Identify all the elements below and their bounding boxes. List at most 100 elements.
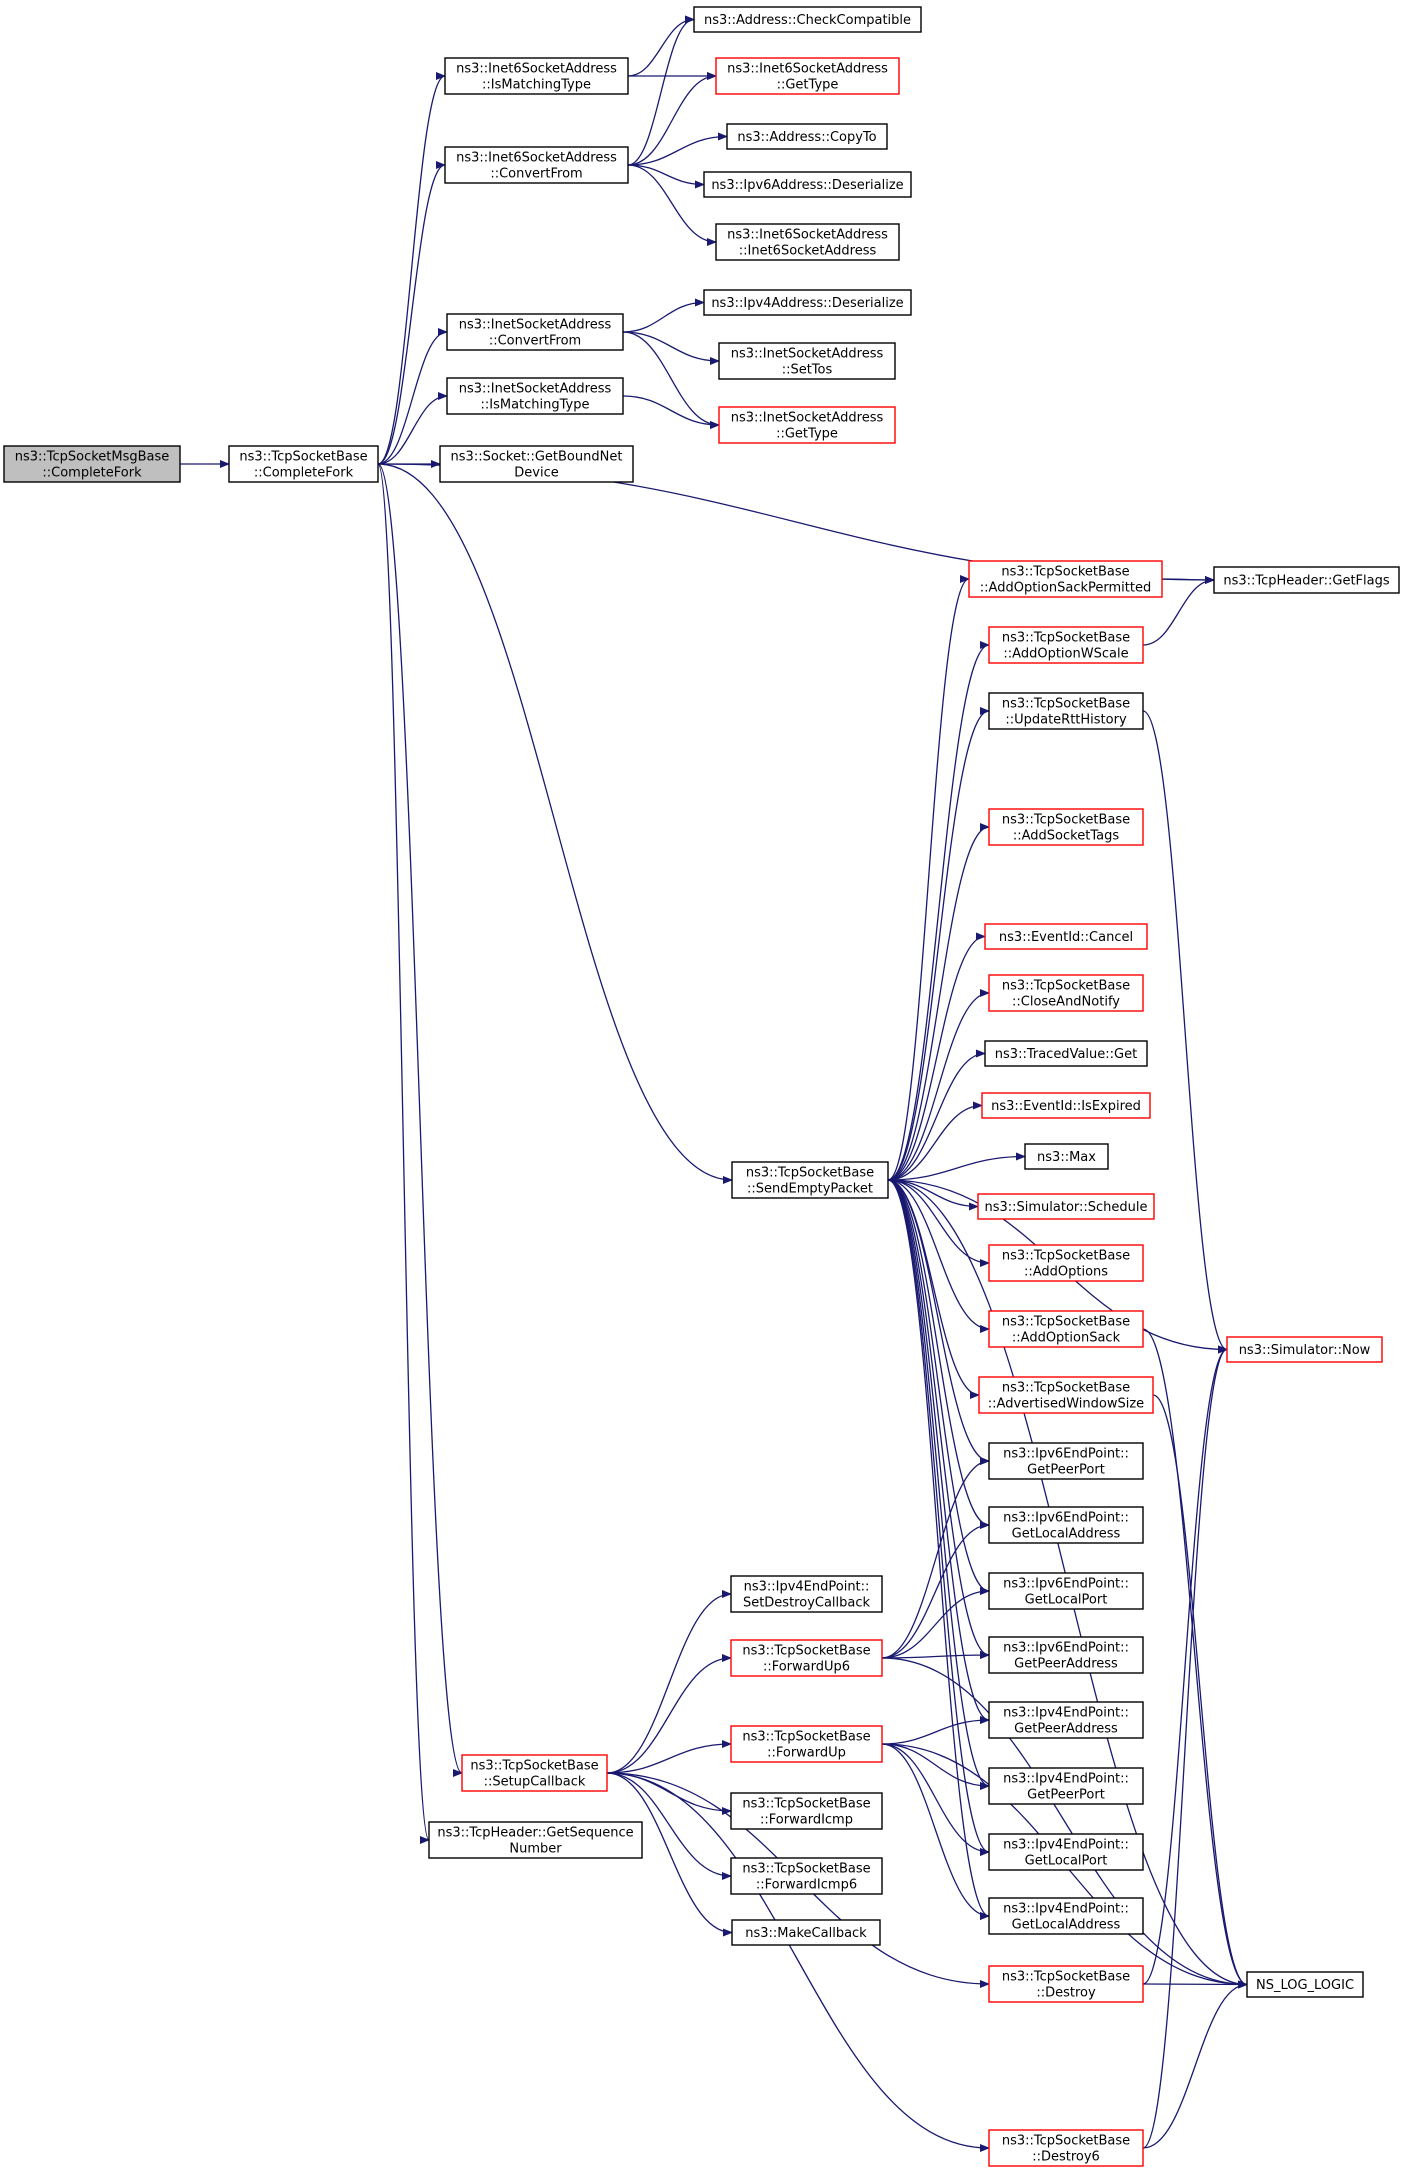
node-update-rtt[interactable]: ns3::TcpSocketBase::UpdateRttHistory	[988, 692, 1144, 730]
node-setup-callback[interactable]: ns3::TcpSocketBase::SetupCallback	[461, 1754, 608, 1792]
node-label-line: ::SetupCallback	[484, 1775, 586, 1790]
node-inet-is-matching[interactable]: ns3::InetSocketAddress::IsMatchingType	[446, 377, 624, 415]
node-inet6-is-matching[interactable]: ns3::Inet6SocketAddress::IsMatchingType	[444, 57, 629, 95]
node-box	[988, 974, 1144, 1012]
node-add-sack-perm[interactable]: ns3::TcpSocketBase::AddOptionSackPermitt…	[968, 560, 1163, 598]
edge-destroy6-to-ns-log-logic	[1142, 1980, 1248, 2149]
node-ipv4-local-port[interactable]: ns3::Ipv4EndPoint::GetLocalPort	[988, 1833, 1144, 1871]
node-inet-get-type[interactable]: ns3::InetSocketAddress::GetType	[718, 406, 896, 444]
node-box	[718, 406, 896, 444]
node-box	[446, 313, 624, 351]
node-forward-up[interactable]: ns3::TcpSocketBase::ForwardUp	[730, 1725, 883, 1763]
node-box	[703, 171, 912, 198]
node-label-line: ns3::Address::CheckCompatible	[704, 13, 911, 28]
node-label-line: GetLocalAddress	[1012, 1918, 1121, 1933]
node-label-line: ns3::Ipv4EndPoint::	[744, 1580, 870, 1595]
node-label-line: ns3::InetSocketAddress	[731, 411, 884, 426]
node-box	[3, 445, 181, 483]
node-add-option-sack[interactable]: ns3::TcpSocketBase::AddOptionSack	[988, 1310, 1144, 1348]
edge-setup-callback-to-destroy6	[606, 1772, 990, 2152]
node-add-socket-tags[interactable]: ns3::TcpSocketBase::AddSocketTags	[988, 808, 1144, 846]
node-schedule[interactable]: ns3::Simulator::Schedule	[977, 1193, 1155, 1220]
edge-send-empty-to-add-wscale	[887, 641, 990, 1181]
node-box	[988, 1897, 1144, 1935]
node-ipv4-set-destroy[interactable]: ns3::Ipv4EndPoint::SetDestroyCallback	[730, 1575, 883, 1613]
node-label-line: ns3::TcpSocketBase	[1002, 631, 1130, 646]
node-ipv6-local-addr[interactable]: ns3::Ipv6EndPoint::GetLocalAddress	[988, 1506, 1144, 1544]
node-destroy6[interactable]: ns3::TcpSocketBase::Destroy6	[988, 2129, 1144, 2167]
node-label-line: ns3::TcpSocketBase	[239, 450, 367, 465]
node-ipv4-peer-addr[interactable]: ns3::Ipv4EndPoint::GetPeerAddress	[988, 1701, 1144, 1739]
edge-inet6-convert-from-to-check-compatible	[627, 15, 695, 166]
node-label-line: GetPeerAddress	[1014, 1657, 1118, 1672]
node-inet6-get-type[interactable]: ns3::Inet6SocketAddress::GetType	[715, 57, 900, 95]
node-destroy[interactable]: ns3::TcpSocketBase::Destroy	[988, 1965, 1144, 2003]
node-label-line: ::GetType	[776, 427, 838, 442]
node-label-line: ns3::TcpSocketBase	[1001, 565, 1129, 580]
node-sim-now[interactable]: ns3::Simulator::Now	[1226, 1336, 1383, 1363]
node-max[interactable]: ns3::Max	[1024, 1143, 1109, 1170]
node-close-notify[interactable]: ns3::TcpSocketBase::CloseAndNotify	[988, 974, 1144, 1012]
edge-complete-fork-to-inet6-convert-from	[377, 161, 446, 465]
node-label-line: GetPeerPort	[1027, 1463, 1105, 1478]
node-ipv6-deserialize[interactable]: ns3::Ipv6Address::Deserialize	[703, 171, 912, 198]
node-traced-get[interactable]: ns3::TracedValue::Get	[984, 1040, 1148, 1067]
node-label-line: ns3::TcpSocketMsgBase	[15, 450, 170, 465]
node-forward-icmp6[interactable]: ns3::TcpSocketBase::ForwardIcmp6	[730, 1857, 883, 1895]
node-label-line: ns3::TracedValue::Get	[995, 1047, 1137, 1062]
node-inet6-convert-from[interactable]: ns3::Inet6SocketAddress::ConvertFrom	[444, 146, 629, 184]
node-check-compatible[interactable]: ns3::Address::CheckCompatible	[693, 6, 922, 33]
node-ipv6-peer-port[interactable]: ns3::Ipv6EndPoint::GetPeerPort	[988, 1442, 1144, 1480]
node-label-line: ns3::MakeCallback	[745, 1926, 867, 1941]
node-inet-convert-from[interactable]: ns3::InetSocketAddress::ConvertFrom	[446, 313, 624, 351]
node-box	[977, 1193, 1155, 1220]
node-box	[703, 289, 912, 316]
edge-inet6-convert-from-to-inet6-ctor	[627, 164, 717, 246]
node-inet6-ctor[interactable]: ns3::Inet6SocketAddress::Inet6SocketAddr…	[715, 223, 900, 261]
edge-send-empty-to-add-sack-perm	[887, 575, 970, 1181]
node-label-line: ns3::Inet6SocketAddress	[456, 62, 617, 77]
node-ipv4-deserialize[interactable]: ns3::Ipv4Address::Deserialize	[703, 289, 912, 316]
node-box	[984, 923, 1148, 950]
node-send-empty[interactable]: ns3::TcpSocketBase::SendEmptyPacket	[731, 1161, 889, 1199]
node-complete-fork[interactable]: ns3::TcpSocketBase::CompleteFork	[228, 445, 379, 483]
node-label-line: ns3::EventId::Cancel	[999, 930, 1133, 945]
node-label-line: GetLocalAddress	[1012, 1527, 1121, 1542]
node-label-line: ns3::TcpSocketBase	[742, 1644, 870, 1659]
node-ns-log-logic[interactable]: NS_LOG_LOGIC	[1246, 1971, 1364, 1998]
node-get-flags[interactable]: ns3::TcpHeader::GetFlags	[1213, 566, 1400, 594]
node-label-line: SetDestroyCallback	[743, 1596, 871, 1611]
node-ipv4-local-addr[interactable]: ns3::Ipv4EndPoint::GetLocalAddress	[988, 1897, 1144, 1935]
node-label-line: ns3::TcpHeader::GetSequence	[437, 1826, 633, 1841]
edge-adv-window-to-ns-log-logic	[1152, 1394, 1248, 1989]
edge-setup-callback-to-forward-up6	[606, 1654, 732, 1774]
node-event-cancel[interactable]: ns3::EventId::Cancel	[984, 923, 1148, 950]
node-is-expired[interactable]: ns3::EventId::IsExpired	[981, 1092, 1151, 1119]
edge-destroy6-to-sim-now	[1142, 1345, 1228, 2149]
node-address-copy-to[interactable]: ns3::Address::CopyTo	[726, 123, 888, 150]
node-box	[1226, 1336, 1383, 1363]
node-ipv6-local-port[interactable]: ns3::Ipv6EndPoint::GetLocalPort	[988, 1572, 1144, 1610]
node-inet-set-tos[interactable]: ns3::InetSocketAddress::SetTos	[718, 342, 896, 380]
node-ipv4-peer-port[interactable]: ns3::Ipv4EndPoint::GetPeerPort	[988, 1767, 1144, 1805]
node-label-line: ns3::TcpSocketBase	[742, 1730, 870, 1745]
node-add-options[interactable]: ns3::TcpSocketBase::AddOptions	[988, 1244, 1144, 1282]
node-box	[1246, 1971, 1364, 1998]
node-add-wscale[interactable]: ns3::TcpSocketBase::AddOptionWScale	[988, 626, 1144, 664]
node-make-callback[interactable]: ns3::MakeCallback	[731, 1919, 881, 1946]
node-box	[988, 1442, 1144, 1480]
node-box	[1213, 566, 1400, 594]
edge-forward-up6-to-ipv6-local-port	[881, 1587, 990, 1659]
node-label-line: GetLocalPort	[1025, 1593, 1108, 1608]
node-forward-icmp[interactable]: ns3::TcpSocketBase::ForwardIcmp	[730, 1792, 883, 1830]
node-label-line: ns3::Inet6SocketAddress	[727, 228, 888, 243]
node-label-line: ::UpdateRttHistory	[1005, 713, 1127, 728]
node-label-line: ns3::TcpSocketBase	[1002, 697, 1130, 712]
node-forward-up6[interactable]: ns3::TcpSocketBase::ForwardUp6	[730, 1639, 883, 1677]
node-adv-window[interactable]: ns3::TcpSocketBase::AdvertisedWindowSize	[978, 1376, 1154, 1414]
node-ipv6-peer-addr[interactable]: ns3::Ipv6EndPoint::GetPeerAddress	[988, 1636, 1144, 1674]
node-root[interactable]: ns3::TcpSocketMsgBase::CompleteFork	[3, 445, 181, 483]
node-label-line: ns3::Ipv6EndPoint::	[1003, 1641, 1129, 1656]
